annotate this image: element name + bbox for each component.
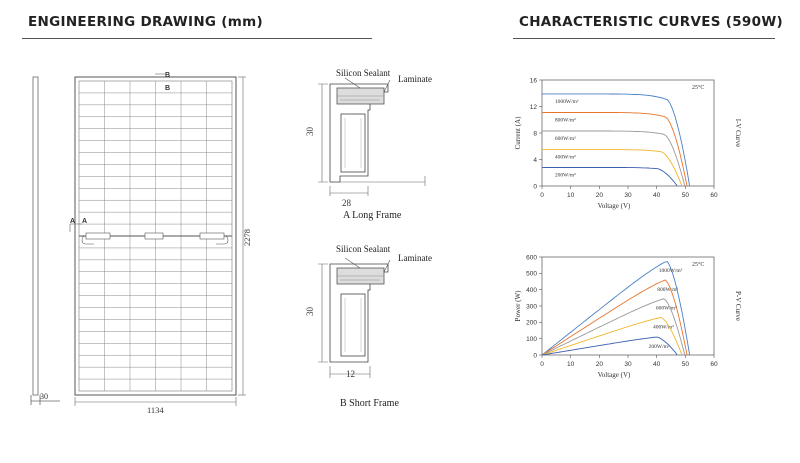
plot-area	[541, 79, 715, 187]
y-tick-label: 300	[526, 303, 537, 310]
series-label: 400W/m²	[653, 324, 674, 330]
short-frame-height-dim: 30	[305, 307, 315, 317]
x-axis-label: Voltage (V)	[598, 371, 631, 379]
series-line	[541, 261, 691, 356]
series-line	[541, 336, 678, 356]
x-tick-label: 60	[710, 192, 718, 199]
x-tick-label: 10	[567, 361, 575, 368]
long-frame-profile	[318, 77, 426, 196]
y-axis-label: Current (A)	[514, 116, 522, 150]
chart-name-label: I-V Curve	[734, 119, 742, 147]
chart-name-label: P-V Curve	[734, 291, 742, 321]
plot-area	[541, 256, 715, 356]
series-label: 1000W/m²	[555, 99, 579, 105]
section-mark-a-left: A	[70, 218, 75, 225]
section-mark-a-right: A	[82, 218, 87, 225]
panel-width-dim: 1134	[147, 405, 164, 415]
short-frame-sealant-label: Silicon Sealant	[336, 244, 391, 254]
x-axis-label: Voltage (V)	[598, 202, 631, 210]
y-axis-label: Power (W)	[514, 290, 522, 322]
y-tick-label: 0	[533, 183, 537, 190]
long-frame-laminate-label: Laminate	[398, 74, 432, 84]
y-tick-label: 600	[526, 254, 537, 261]
y-tick-label: 12	[530, 104, 538, 111]
y-tick-label: 0	[533, 352, 537, 359]
x-tick-label: 40	[653, 361, 661, 368]
characteristic-curves-header: CHARACTERISTIC CURVES (590W)	[519, 14, 783, 30]
short-frame-profile	[318, 257, 391, 378]
x-tick-label: 20	[596, 192, 604, 199]
x-tick-label: 0	[540, 192, 544, 199]
series-line	[541, 279, 688, 356]
series-label: 200W/m²	[555, 172, 576, 178]
series-line	[541, 298, 686, 356]
short-frame-laminate-label: Laminate	[398, 253, 432, 263]
long-frame-sealant-label: Silicon Sealant	[336, 68, 391, 78]
temperature-annotation: 25°C	[692, 261, 704, 268]
series-line	[541, 166, 678, 187]
panel-side-view	[30, 76, 60, 405]
long-frame-height-dim: 30	[305, 127, 315, 137]
header-rule-left	[22, 38, 372, 39]
x-tick-label: 60	[710, 361, 718, 368]
x-tick-label: 50	[682, 361, 690, 368]
x-tick-label: 30	[624, 192, 632, 199]
series-line	[542, 93, 691, 187]
series-label: 400W/m²	[555, 155, 576, 161]
short-frame-width-dim: 12	[346, 369, 355, 379]
series-label: 600W/m²	[656, 306, 677, 312]
long-frame-width-dim: 28	[342, 198, 352, 208]
section-mark-b-bottom: B	[165, 85, 170, 92]
series-line	[542, 130, 686, 187]
x-tick-label: 10	[567, 192, 575, 199]
x-tick-label: 30	[624, 361, 632, 368]
side-thickness-dim: 30	[40, 392, 48, 401]
panel-height-dim: 2278	[242, 229, 252, 246]
series-label: 200W/m²	[649, 344, 670, 350]
section-mark-b-top: B	[165, 72, 170, 79]
y-tick-label: 4	[533, 157, 537, 164]
series-label: 1000W/m²	[659, 268, 683, 274]
header-rule-right	[513, 38, 775, 39]
y-tick-label: 100	[526, 336, 537, 343]
series-label: 600W/m²	[555, 136, 576, 142]
long-frame-title: A Long Frame	[343, 210, 402, 221]
series-line	[542, 149, 683, 187]
series-line	[542, 112, 688, 187]
y-tick-label: 500	[526, 271, 537, 278]
series-label: 800W/m²	[555, 117, 576, 123]
y-tick-label: 16	[530, 77, 538, 84]
short-frame-title: B Short Frame	[340, 398, 399, 409]
x-tick-label: 0	[540, 361, 544, 368]
series-label: 800W/m²	[657, 287, 678, 293]
y-tick-label: 200	[526, 320, 537, 327]
x-tick-label: 20	[596, 361, 604, 368]
y-tick-label: 8	[533, 130, 537, 137]
x-tick-label: 40	[653, 192, 661, 199]
x-tick-label: 50	[682, 192, 690, 199]
y-tick-label: 400	[526, 287, 537, 294]
panel-dimension-lines	[69, 73, 246, 406]
series-line	[541, 316, 683, 356]
engineering-drawing-header: ENGINEERING DRAWING (mm)	[28, 14, 263, 30]
panel-front-view	[74, 76, 237, 396]
temperature-annotation: 25°C	[692, 84, 704, 91]
